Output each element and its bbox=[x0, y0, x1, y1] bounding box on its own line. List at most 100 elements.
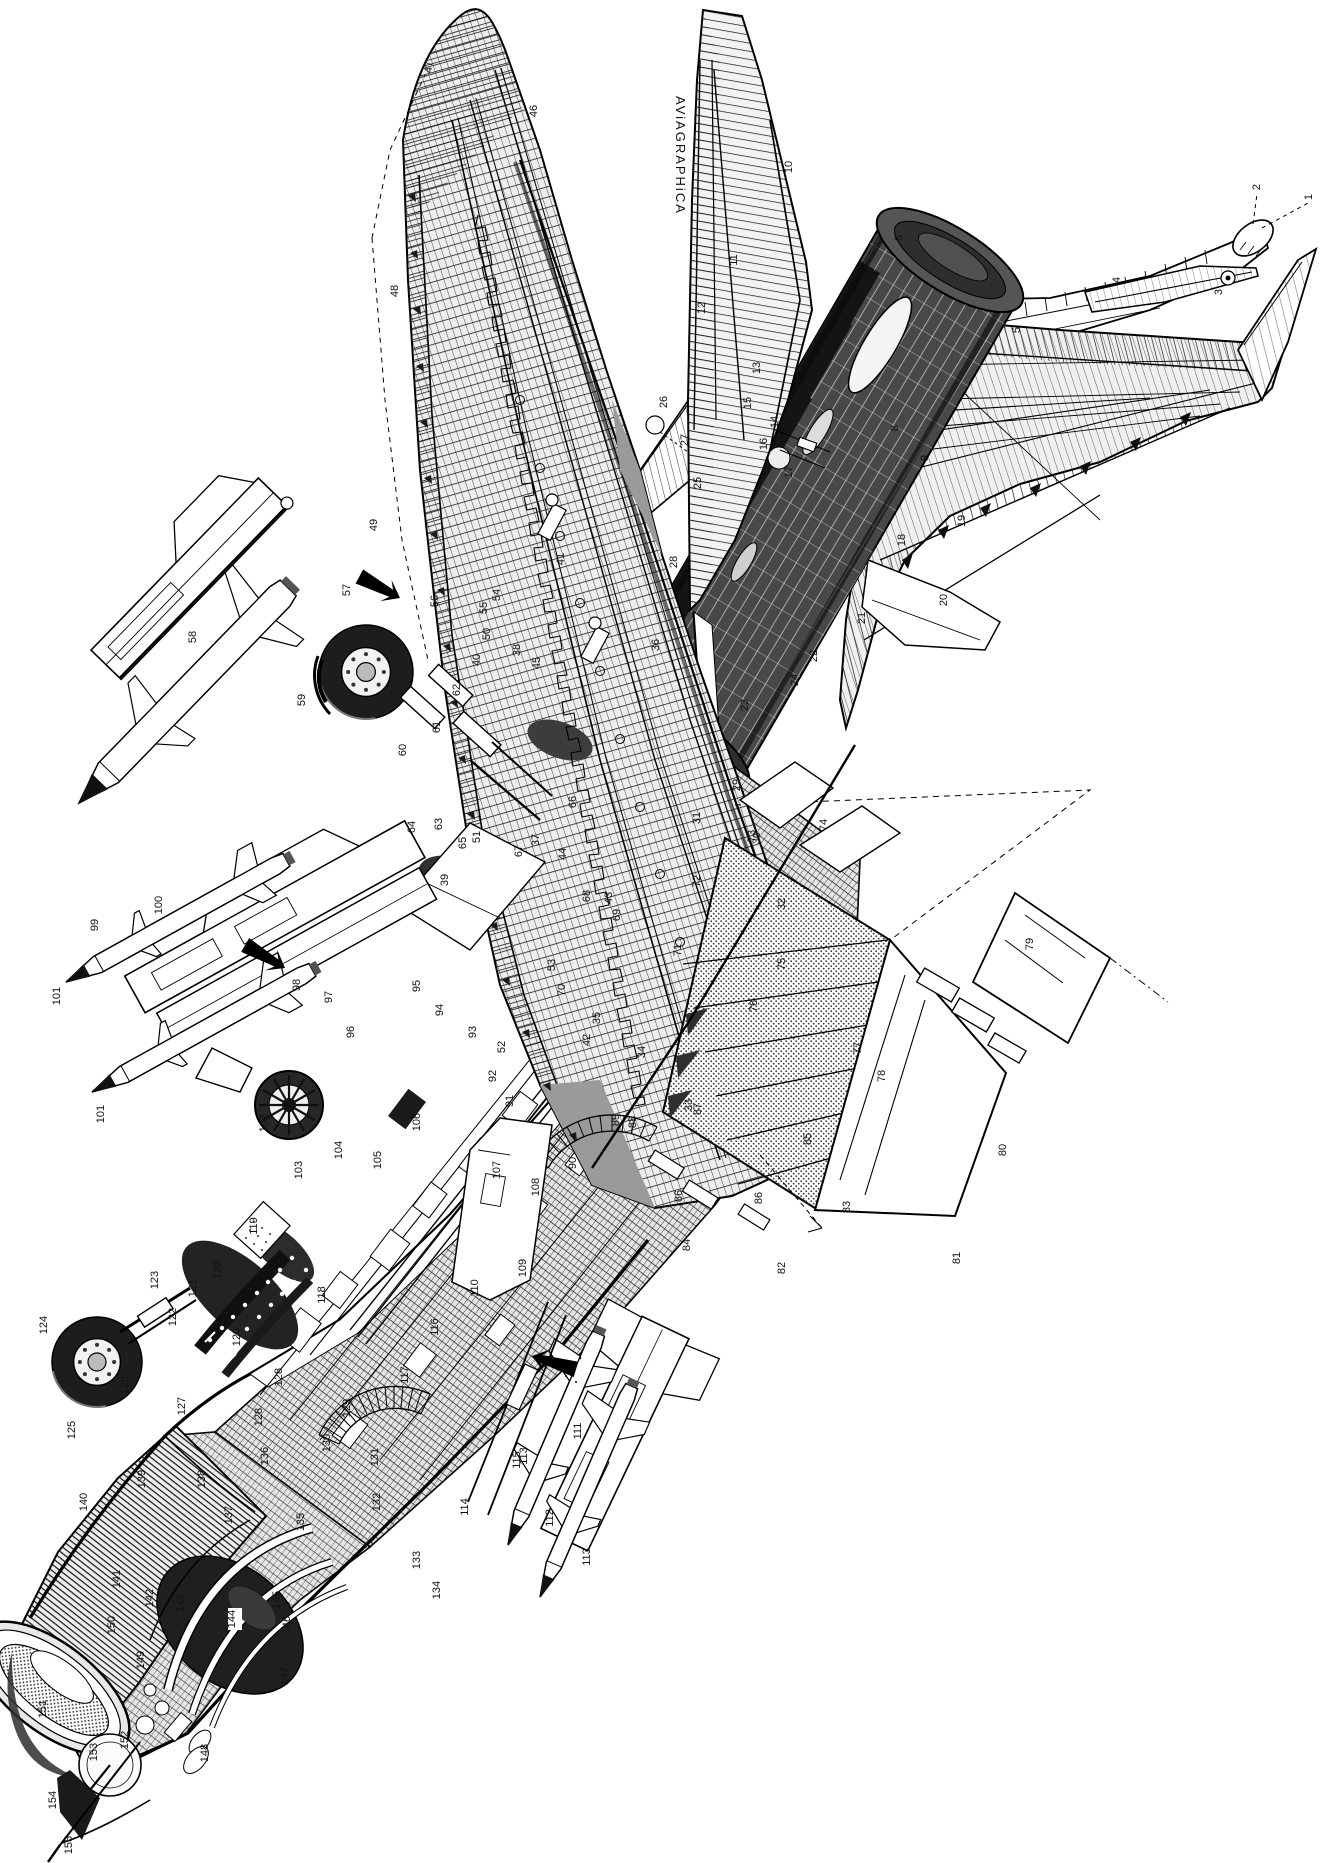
svg-text:155: 155 bbox=[63, 1836, 75, 1854]
svg-text:21: 21 bbox=[856, 612, 868, 624]
svg-text:18: 18 bbox=[896, 534, 908, 546]
svg-text:107: 107 bbox=[491, 1161, 503, 1179]
svg-text:3: 3 bbox=[1213, 289, 1225, 295]
svg-text:30: 30 bbox=[751, 832, 763, 844]
svg-text:129: 129 bbox=[341, 1399, 353, 1417]
svg-text:153: 153 bbox=[88, 1743, 100, 1761]
svg-text:88: 88 bbox=[627, 1116, 639, 1128]
svg-text:50: 50 bbox=[481, 628, 493, 640]
svg-text:104: 104 bbox=[333, 1141, 345, 1159]
svg-text:152: 152 bbox=[119, 1731, 131, 1749]
svg-text:12: 12 bbox=[696, 302, 708, 314]
svg-text:144: 144 bbox=[226, 1610, 238, 1628]
svg-text:1: 1 bbox=[1303, 194, 1315, 200]
svg-text:68: 68 bbox=[581, 890, 593, 902]
svg-text:110: 110 bbox=[469, 1279, 481, 1297]
svg-text:AViAGRAPHiCA: AViAGRAPHiCA bbox=[673, 96, 688, 215]
svg-text:139: 139 bbox=[136, 1470, 148, 1488]
svg-text:5: 5 bbox=[1011, 327, 1023, 333]
svg-text:128: 128 bbox=[253, 1408, 265, 1426]
svg-text:27: 27 bbox=[679, 434, 691, 446]
svg-text:31: 31 bbox=[691, 812, 703, 824]
svg-text:98: 98 bbox=[291, 979, 303, 991]
svg-text:76: 76 bbox=[748, 1000, 760, 1012]
svg-text:60: 60 bbox=[397, 744, 409, 756]
svg-text:44: 44 bbox=[557, 848, 569, 860]
svg-text:122: 122 bbox=[167, 1308, 179, 1326]
svg-text:35: 35 bbox=[591, 1012, 603, 1024]
svg-text:43: 43 bbox=[603, 892, 615, 904]
svg-text:48: 48 bbox=[389, 285, 401, 297]
svg-text:130: 130 bbox=[321, 1434, 333, 1452]
svg-text:72: 72 bbox=[691, 875, 703, 887]
svg-text:89: 89 bbox=[610, 1114, 622, 1126]
svg-text:111: 111 bbox=[572, 1423, 584, 1440]
svg-text:113: 113 bbox=[581, 1548, 593, 1566]
svg-text:86: 86 bbox=[753, 1192, 765, 1204]
svg-text:101: 101 bbox=[95, 1105, 107, 1123]
svg-text:112: 112 bbox=[544, 1509, 556, 1527]
svg-text:92: 92 bbox=[487, 1070, 499, 1082]
svg-text:99: 99 bbox=[89, 919, 101, 931]
svg-text:82: 82 bbox=[776, 1262, 788, 1274]
svg-text:120: 120 bbox=[212, 1261, 224, 1279]
svg-text:70: 70 bbox=[556, 984, 568, 996]
svg-text:150: 150 bbox=[106, 1616, 118, 1634]
svg-text:57: 57 bbox=[341, 584, 353, 596]
svg-text:125: 125 bbox=[66, 1421, 78, 1439]
svg-text:69: 69 bbox=[611, 909, 623, 921]
svg-text:33: 33 bbox=[683, 1099, 695, 1111]
svg-text:52: 52 bbox=[496, 1041, 508, 1053]
svg-text:55: 55 bbox=[478, 602, 490, 614]
svg-text:25: 25 bbox=[692, 477, 704, 489]
svg-text:95: 95 bbox=[411, 980, 423, 992]
svg-text:77: 77 bbox=[852, 1042, 864, 1054]
svg-text:53: 53 bbox=[546, 959, 558, 971]
svg-text:145: 145 bbox=[271, 1591, 283, 1609]
svg-text:135: 135 bbox=[295, 1513, 307, 1531]
svg-text:105: 105 bbox=[372, 1151, 384, 1169]
svg-text:36: 36 bbox=[650, 639, 662, 651]
svg-text:93: 93 bbox=[467, 1026, 479, 1038]
svg-text:38: 38 bbox=[511, 644, 523, 656]
svg-text:126: 126 bbox=[119, 1376, 131, 1394]
svg-text:58: 58 bbox=[187, 631, 199, 643]
svg-text:42: 42 bbox=[581, 1034, 593, 1046]
svg-text:37: 37 bbox=[530, 834, 542, 846]
svg-text:113: 113 bbox=[518, 1447, 530, 1465]
svg-text:131: 131 bbox=[369, 1448, 381, 1466]
svg-text:39: 39 bbox=[439, 874, 451, 886]
svg-text:84: 84 bbox=[681, 1239, 693, 1251]
svg-text:29: 29 bbox=[731, 779, 743, 791]
svg-text:116: 116 bbox=[429, 1318, 441, 1336]
svg-text:15: 15 bbox=[742, 397, 754, 409]
svg-text:71: 71 bbox=[672, 944, 684, 956]
svg-text:101: 101 bbox=[51, 987, 63, 1005]
svg-text:120: 120 bbox=[231, 1328, 243, 1346]
svg-text:138: 138 bbox=[196, 1470, 208, 1488]
svg-text:64: 64 bbox=[406, 821, 418, 833]
svg-text:62: 62 bbox=[451, 684, 463, 696]
svg-text:16: 16 bbox=[758, 438, 770, 450]
svg-text:154: 154 bbox=[47, 1791, 59, 1809]
svg-text:124: 124 bbox=[38, 1316, 50, 1334]
svg-text:96: 96 bbox=[345, 1026, 357, 1038]
svg-text:81: 81 bbox=[951, 1252, 963, 1264]
svg-text:151: 151 bbox=[37, 1700, 49, 1718]
svg-text:134: 134 bbox=[431, 1581, 443, 1599]
svg-text:66: 66 bbox=[567, 796, 579, 808]
svg-text:17: 17 bbox=[783, 466, 795, 478]
svg-text:78: 78 bbox=[876, 1070, 888, 1082]
svg-text:137: 137 bbox=[223, 1506, 235, 1524]
svg-text:80: 80 bbox=[997, 1144, 1009, 1156]
svg-text:86: 86 bbox=[673, 1190, 685, 1202]
svg-text:24: 24 bbox=[789, 674, 801, 686]
svg-text:94: 94 bbox=[434, 1004, 446, 1016]
svg-text:4: 4 bbox=[1111, 277, 1123, 283]
svg-text:22: 22 bbox=[808, 650, 820, 662]
svg-text:103: 103 bbox=[293, 1161, 305, 1179]
svg-text:2: 2 bbox=[1251, 184, 1263, 190]
svg-text:13: 13 bbox=[751, 362, 763, 374]
svg-text:141: 141 bbox=[111, 1570, 123, 1588]
svg-text:10: 10 bbox=[783, 161, 795, 173]
